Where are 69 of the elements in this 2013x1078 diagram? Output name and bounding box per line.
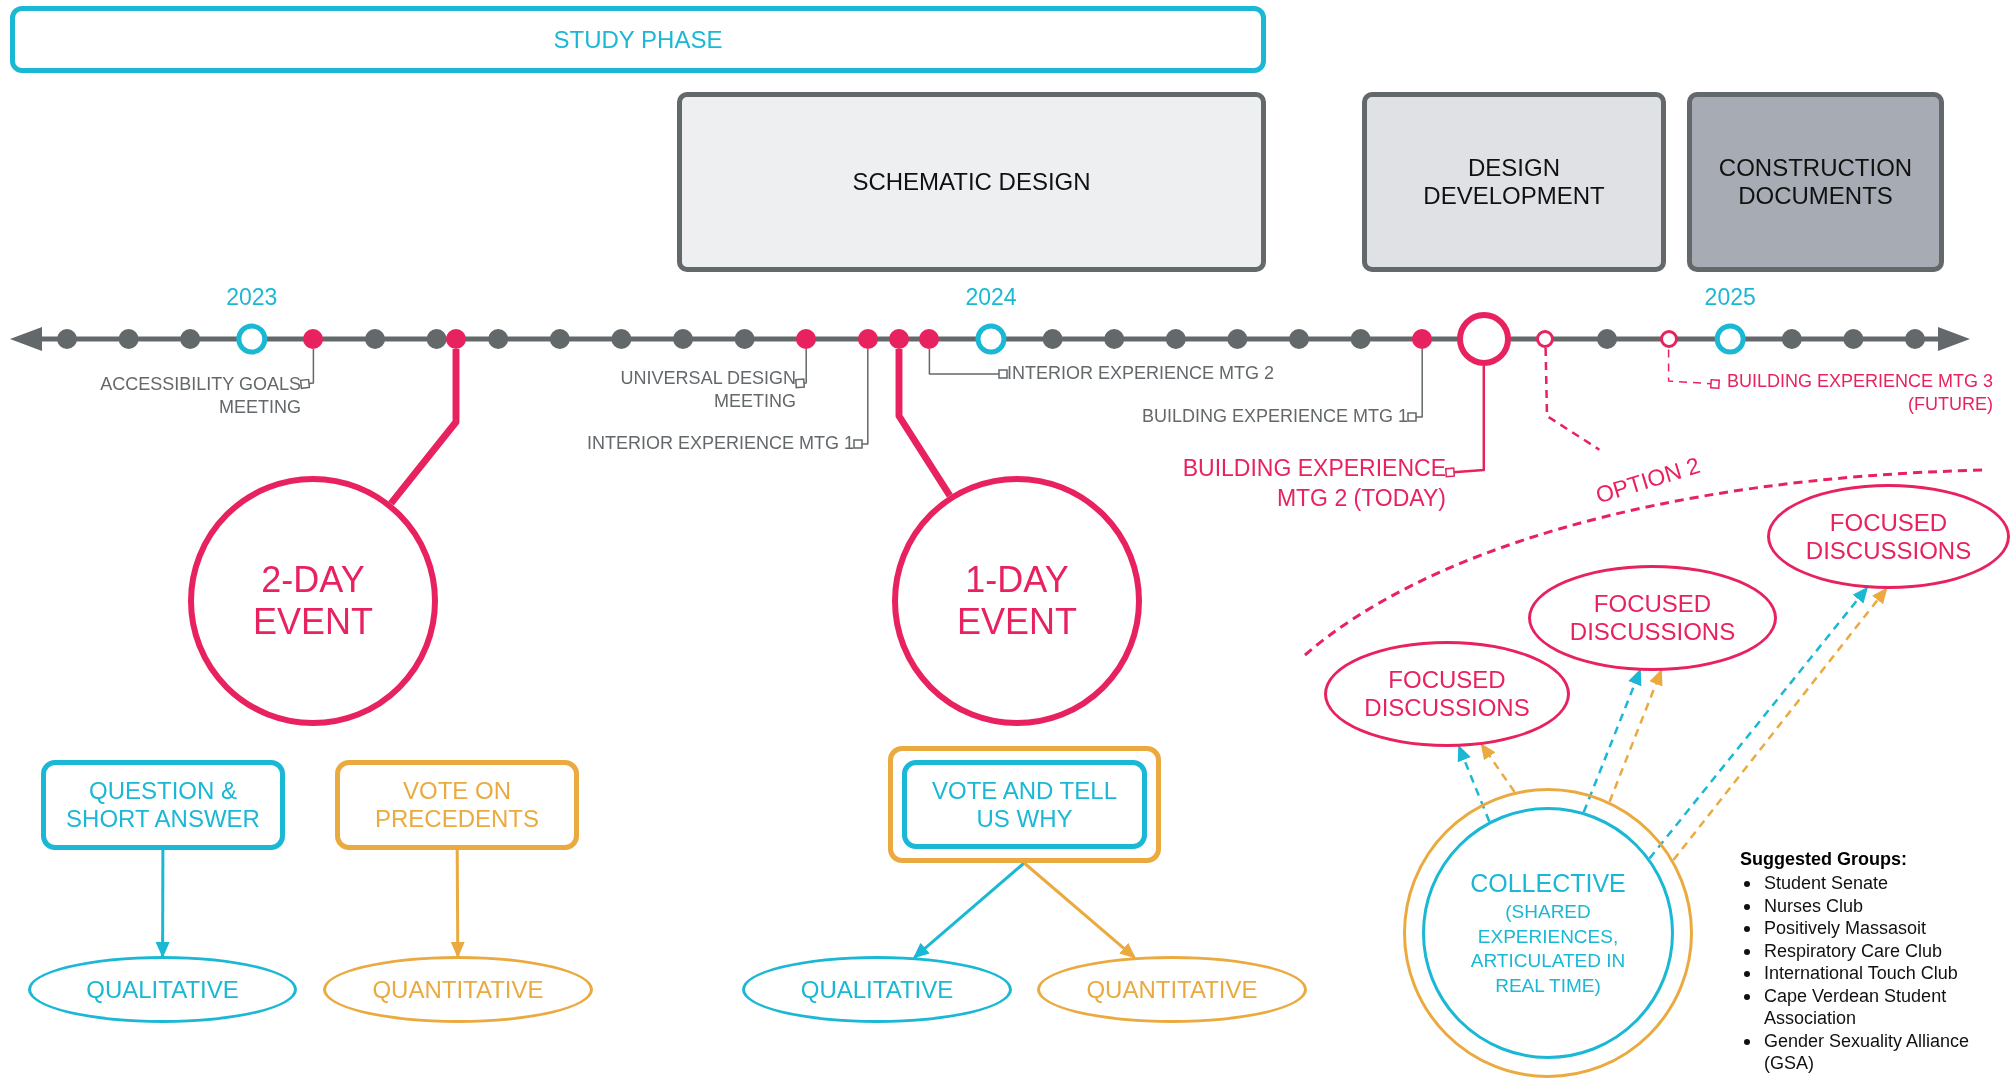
outer-ring: [1403, 788, 1693, 1078]
list-item: Respiratory Care Club: [1764, 940, 1943, 961]
today-marker-ring: [1456, 312, 1511, 366]
list-item: Nurses Club: [1764, 895, 1864, 916]
discussion-ellipse: FOCUSED DISCUSSIONS: [1324, 641, 1570, 747]
leader-line: [1445, 366, 1486, 478]
timeline-dot: [796, 329, 817, 349]
activity-box: VOTE ON PRECEDENTS: [335, 760, 579, 850]
milestone-label: BUILDING EXPERIENCE MTG 3 (FUTURE): [1715, 365, 1997, 421]
timeline-dot: [1412, 329, 1433, 349]
timeline-dot: [303, 329, 324, 349]
arrow: [1457, 744, 1491, 822]
event-circle: 2-DAY EVENT: [188, 476, 438, 726]
phase-box: SCHEMATIC DESIGN: [677, 92, 1266, 272]
list-item: International Touch Club: [1764, 963, 1958, 983]
option-label: OPTION 2: [1588, 449, 1708, 513]
collective-title: COLLECTIVE: [1470, 868, 1626, 900]
leader-line: [928, 348, 1008, 379]
result-ellipse: QUALITATIVE: [28, 956, 297, 1023]
arrow: [1672, 587, 1888, 861]
arrow: [1480, 743, 1516, 793]
activity-box: QUESTION & SHORT ANSWER: [41, 760, 285, 850]
connector-line: [895, 349, 953, 498]
leader-line: [795, 348, 807, 389]
timeline-dot: [1536, 330, 1555, 348]
arrow: [450, 850, 465, 958]
phase-band: STUDY PHASE: [10, 6, 1266, 73]
arrow: [1648, 586, 1869, 860]
list-item: Positively Massasoit: [1764, 918, 1927, 938]
leader-line: [299, 348, 315, 390]
leader-line: [853, 348, 869, 449]
discussion-ellipse: FOCUSED DISCUSSIONS: [1528, 565, 1777, 671]
leader-line: [1667, 347, 1720, 389]
activity-frame: [888, 746, 1161, 863]
year-label: 2023: [225, 286, 279, 308]
milestone-label: UNIVERSAL DESIGN MEETING: [580, 362, 800, 418]
arrow: [155, 850, 170, 958]
milestone-label: ACCESSIBILITY GOALS MEETING: [65, 368, 305, 424]
connector-line: [1544, 347, 1601, 451]
result-ellipse: QUALITATIVE: [742, 956, 1012, 1023]
arrow: [1608, 669, 1663, 803]
timeline-dot: [919, 329, 940, 349]
arrow: [1582, 668, 1642, 813]
list-heading: Suggested Groups:: [1740, 848, 1908, 870]
timeline-dot: [889, 329, 909, 349]
activity-box: VOTE AND TELL US WHY: [902, 760, 1147, 849]
result-ellipse: QUANTITATIVE: [323, 956, 593, 1023]
arrow: [1023, 861, 1136, 959]
leader-line: [1407, 348, 1423, 422]
milestone-label: INTERIOR EXPERIENCE MTG 1: [545, 430, 858, 458]
timeline-dot: [857, 329, 878, 349]
list-item: Cape Verdean Student Association: [1764, 985, 1947, 1028]
list-item: Gender Sexuality Alliance (GSA): [1764, 1030, 1970, 1073]
collective-description: (SHARED EXPERIENCES, ARTICULATED IN REAL TIME): [1469, 899, 1627, 998]
timeline-dot: [446, 329, 466, 349]
year-label: 2025: [1703, 286, 1757, 308]
milestone-label: BUILDING EXPERIENCE MTG 1: [1100, 403, 1412, 431]
phase-box: DESIGN DEVELOPMENT: [1362, 92, 1666, 272]
year-label: 2024: [964, 286, 1018, 308]
phase-box: CONSTRUCTION DOCUMENTS: [1687, 92, 1944, 272]
result-ellipse: QUANTITATIVE: [1037, 956, 1307, 1023]
discussion-ellipse: FOCUSED DISCUSSIONS: [1767, 484, 2010, 589]
arrow: [913, 861, 1026, 959]
collective-circle: [1422, 807, 1674, 1059]
connector-line: [388, 349, 460, 506]
milestone-label: INTERIOR EXPERIENCE MTG 2: [1003, 360, 1313, 388]
list-item: Student Senate: [1764, 873, 1889, 893]
timeline-dot: [1659, 330, 1678, 348]
event-circle: 1-DAY EVENT: [892, 476, 1142, 726]
